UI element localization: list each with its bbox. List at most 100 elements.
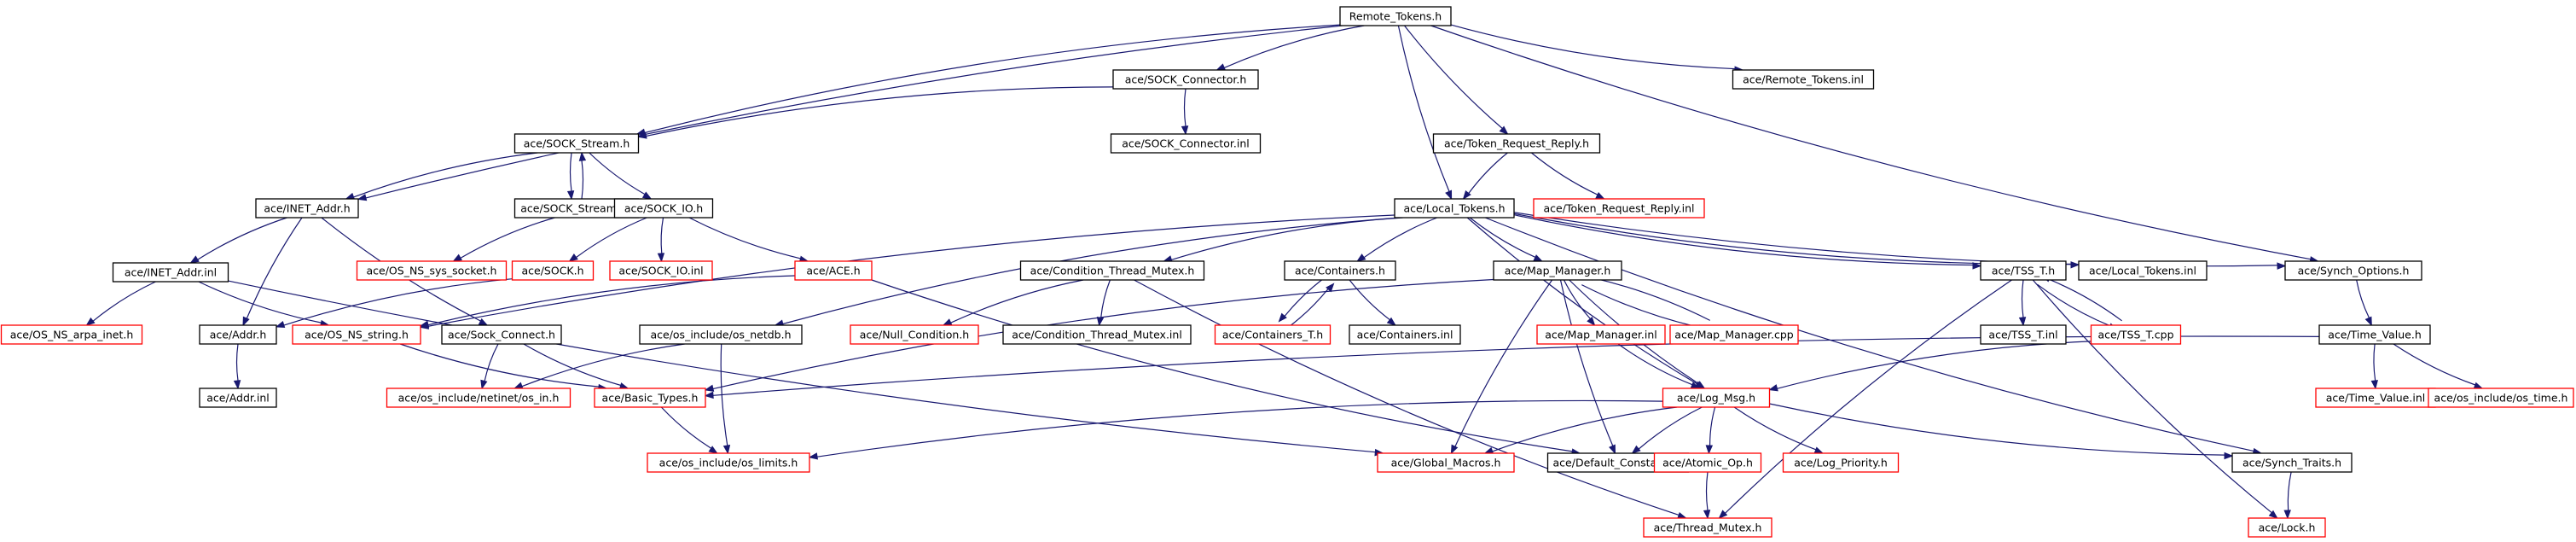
node-ace-os-ns-sys-socket-h[interactable]: ace/OS_NS_sys_socket.h [356,260,508,281]
node-box [2428,388,2574,408]
node-ace-tss-t-cpp[interactable]: ace/TSS_T.cpp [2090,324,2182,345]
node-ace-synch-traits-h[interactable]: ace/Synch_Traits.h [2231,452,2353,473]
node-ace-time-value-h[interactable]: ace/Time_Value.h [2318,324,2431,345]
node-ace-sock-stream-h[interactable]: ace/SOCK_Stream.h [513,133,640,154]
node-ace-atomic-op-h[interactable]: ace/Atomic_Op.h [1653,452,1762,473]
arrowhead-icon [1631,445,1641,454]
node-ace-os-include-os-time-h[interactable]: ace/os_include/os_time.h [2428,388,2574,408]
edge-ace-map-manager-cpp-to-ace-map-manager-h [1592,277,1710,321]
edge-ace-inet-addr-h-to-ace-inet-addr-inl [197,217,287,260]
node-ace-log-msg-h[interactable]: ace/Log_Msg.h [1662,388,1771,408]
node-ace-map-manager-h[interactable]: ace/Map_Manager.h [1493,260,1622,281]
edge-ace-synch-options-h-to-ace-time-value-h [2356,279,2370,318]
node-ace-os-include-os-limits-h[interactable]: ace/os_include/os_limits.h [647,452,810,473]
node-label: ace/os_include/netinet/os_in.h [398,392,560,405]
node-remote-tokens-h[interactable]: Remote_Tokens.h [1339,6,1452,26]
node-box [2231,452,2353,473]
node-label: ace/Addr.h [210,329,267,341]
node-ace-containers-inl[interactable]: ace/Containers.inl [1349,324,1461,345]
node-ace-map-manager-cpp[interactable]: ace/Map_Manager.cpp [1669,324,1799,345]
node-ace-ace-h[interactable]: ace/ACE.h [794,260,873,281]
edge-ace-sock-stream-h-to-ace-sock-io-h [589,152,646,195]
node-ace-synch-options-h[interactable]: ace/Synch_Options.h [2284,260,2422,281]
node-box [1980,324,2067,345]
node-box [255,198,359,219]
node-box [441,324,562,345]
node-ace-inet-addr-inl[interactable]: ace/INET_Addr.inl [112,262,229,283]
node-ace-time-value-inl[interactable]: ace/Time_Value.inl [2315,388,2436,408]
edge-ace-inet-addr-inl-to-ace-os-ns-arpa-inet-h [92,281,156,322]
node-ace-global-macros-h[interactable]: ace/Global_Macros.h [1377,452,1515,473]
node-box [1349,324,1461,345]
arrowhead-icon [1718,510,1728,519]
node-ace-addr-inl[interactable]: ace/Addr.inl [199,388,277,408]
node-label: ace/Containers.inl [1357,329,1453,341]
edge-ace-os-ns-string-h-to-ace-basic-types-h [399,343,600,388]
node-label: ace/Log_Msg.h [1677,392,1755,405]
node-box [199,324,277,345]
edge-ace-local-tokens-h-to-ace-map-manager-h [1469,217,1536,258]
node-label: ace/ACE.h [806,265,860,277]
node-label: ace/Remote_Tokens.inl [1743,73,1864,86]
node-label: ace/Containers_T.h [1222,329,1323,341]
node-ace-lock-h[interactable]: ace/Lock.h [2248,517,2326,538]
node-ace-os-include-netinet-os-in-h[interactable]: ace/os_include/netinet/os_in.h [386,388,571,408]
node-ace-addr-h[interactable]: ace/Addr.h [199,324,277,345]
edge-ace-map-manager-h-to-ace-map-manager-inl [1563,279,1591,319]
edge-ace-synch-traits-h-to-ace-lock-h [2287,471,2292,511]
node-ace-local-tokens-h[interactable]: ace/Local_Tokens.h [1394,198,1515,219]
edge-ace-inet-addr-inl-to-ace-os-ns-string-h [198,281,322,323]
arrowhead-icon [478,318,489,326]
node-box [2318,324,2431,345]
node-label: ace/Time_Value.h [2328,329,2422,341]
node-ace-default-constants-h[interactable]: ace/Default_Constants.h [1546,452,1690,473]
node-ace-tss-t-inl[interactable]: ace/TSS_T.inl [1980,324,2067,345]
node-ace-sock-h[interactable]: ace/SOCK.h [511,260,595,281]
arrowhead-icon [942,318,953,326]
node-ace-os-ns-arpa-inet-h[interactable]: ace/OS_NS_arpa_inet.h [0,324,143,345]
node-ace-basic-types-h[interactable]: ace/Basic_Types.h [594,388,706,408]
edge-ace-local-tokens-h-to-ace-tss-t-h [1513,214,1974,266]
node-ace-inet-addr-h[interactable]: ace/INET_Addr.h [255,198,359,219]
node-ace-condition-thread-mutex-h[interactable]: ace/Condition_Thread_Mutex.h [1019,260,1205,281]
node-ace-sock-connect-h[interactable]: ace/Sock_Connect.h [441,324,562,345]
arrowhead-icon [1386,317,1396,326]
node-ace-log-priority-h[interactable]: ace/Log_Priority.h [1782,452,1900,473]
edge-ace-sock-stream-inl-to-ace-os-ns-sys-socket-h [460,217,555,259]
node-label: ace/Map_Manager.inl [1545,329,1657,341]
node-ace-token-request-reply-inl[interactable]: ace/Token_Request_Reply.inl [1533,198,1705,219]
node-box [1339,6,1452,26]
node-label: ace/os_include/os_netdb.h [650,329,791,341]
node-ace-os-ns-string-h[interactable]: ace/OS_NS_string.h [292,324,421,345]
node-ace-map-manager-inl[interactable]: ace/Map_Manager.inl [1536,324,1666,345]
arrowhead-icon [1215,63,1226,71]
node-label: ace/Condition_Thread_Mutex.inl [1012,329,1182,341]
node-ace-containers-h[interactable]: ace/Containers.h [1284,260,1396,281]
edge-ace-sock-io-h-to-ace-sock-io-inl [660,217,664,254]
node-ace-remote-tokens-inl[interactable]: ace/Remote_Tokens.inl [1732,69,1875,90]
node-ace-os-include-os-netdb-h[interactable]: ace/os_include/os_netdb.h [639,324,803,345]
node-ace-null-condition-h[interactable]: ace/Null_Condition.h [850,324,979,345]
edge-ace-sock-io-h-to-ace-ace-h [688,217,801,259]
node-ace-sock-connector-inl[interactable]: ace/SOCK_Connector.inl [1110,133,1262,154]
node-ace-token-request-reply-h[interactable]: ace/Token_Request_Reply.h [1432,133,1601,154]
node-box [1643,517,1772,538]
edge-ace-sock-connect-h-to-ace-basic-types-h [523,343,622,387]
node-ace-tss-t-h[interactable]: ace/TSS_T.h [1980,260,2067,281]
node-ace-sock-connector-h[interactable]: ace/SOCK_Connector.h [1112,69,1259,90]
arrowhead-icon [1356,254,1366,262]
arrowhead-icon [1278,312,1287,323]
node-ace-sock-io-inl[interactable]: ace/SOCK_IO.inl [609,260,713,281]
edge-ace-os-include-os-netdb-h-to-ace-os-include-netinet-os-in-h [521,343,685,388]
edge-ace-sock-h-to-ace-addr-h [283,278,513,326]
arrowhead-icon [452,254,462,262]
node-ace-local-tokens-inl[interactable]: ace/Local_Tokens.inl [2078,260,2208,281]
node-ace-sock-io-h[interactable]: ace/SOCK_IO.h [613,198,714,219]
node-ace-thread-mutex-h[interactable]: ace/Thread_Mutex.h [1643,517,1772,538]
node-ace-condition-thread-mutex-inl[interactable]: ace/Condition_Thread_Mutex.inl [1002,324,1192,345]
node-box [609,260,713,281]
node-box [647,452,810,473]
node-label: ace/Atomic_Op.h [1662,457,1753,469]
node-label: ace/TSS_T.h [1992,265,2055,277]
node-ace-containers-t-h[interactable]: ace/Containers_T.h [1214,324,1332,345]
